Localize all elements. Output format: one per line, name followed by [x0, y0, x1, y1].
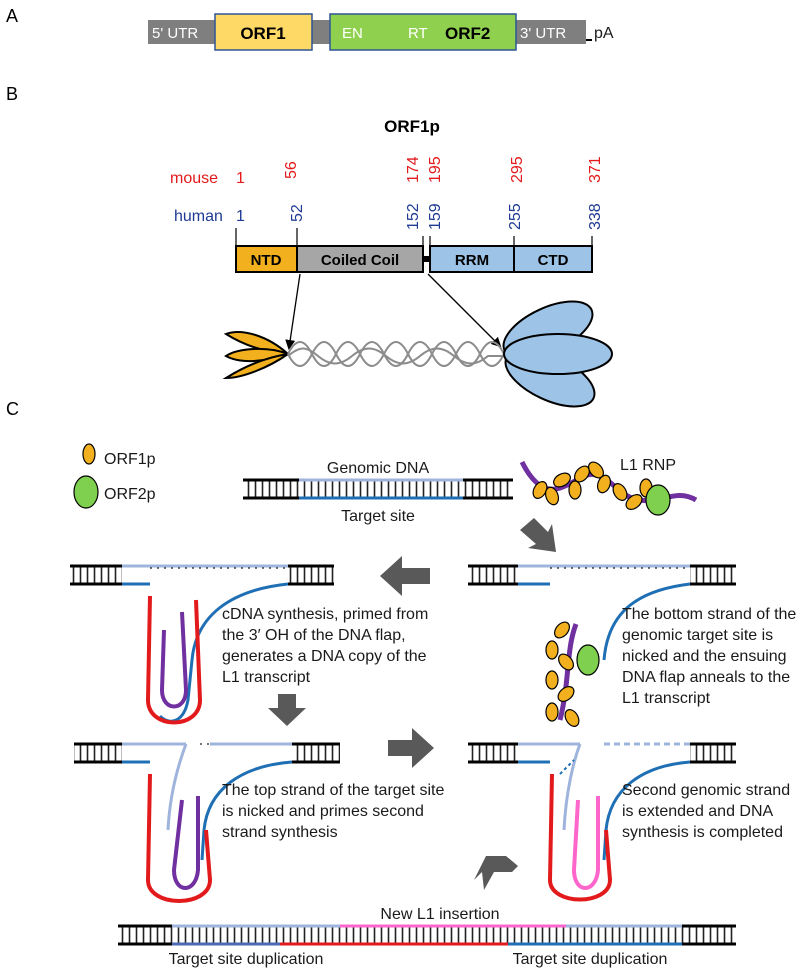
dna-end-left: [243, 480, 299, 498]
orf2p-legend-label: ORF2p: [104, 486, 156, 503]
l1-gene-structure: 5' UTR ORF1 EN RT ORF2 3' UTR pA: [148, 13, 614, 51]
ntd-label: NTD: [251, 252, 282, 269]
mouse-pos-3: 174: [405, 156, 422, 183]
human-pos-3: 152: [405, 203, 422, 230]
step-nick-bottom-text: The bottom strand of the genomic target …: [622, 606, 797, 707]
polya-label: pA: [594, 25, 614, 42]
human-pos-5: 255: [507, 203, 524, 230]
arrow-right: [388, 728, 434, 768]
mouse-pos-4: 195: [427, 156, 444, 183]
panel-label-c: C: [6, 399, 19, 419]
mouse-pos-2: 56: [283, 161, 300, 179]
orf1p-trimer-model: [222, 300, 613, 408]
linker: [423, 256, 430, 262]
genomic-dna-step: Genomic DNA Target site: [243, 460, 513, 525]
utr3-label: 3' UTR: [520, 25, 566, 42]
step-nick-top: [74, 742, 340, 903]
new-insertion-label: New L1 insertion: [380, 906, 499, 923]
human-pos-4: 159: [427, 203, 444, 230]
orf2-label: ORF2: [445, 24, 490, 43]
human-pos-2: 52: [289, 204, 306, 222]
ntd-lobe-bottom: [222, 353, 289, 380]
second-strand-pink: [571, 796, 600, 890]
arrow-down-2: [268, 694, 306, 726]
human-pos-1: 1: [236, 208, 245, 225]
orf2-box: [329, 13, 517, 51]
l1-rnp-label: L1 RNP: [620, 457, 676, 474]
arrow-to-rrm: [427, 273, 502, 348]
dna-flap: [602, 582, 691, 661]
rrm-label: RRM: [455, 252, 489, 269]
orf2p-legend-icon: [73, 475, 99, 509]
step-second-strand: [468, 742, 736, 902]
arrow-left: [380, 556, 430, 596]
tsd-left-label: Target site duplication: [169, 951, 324, 968]
arrow-down-1: [520, 518, 556, 552]
coiled-coil-label: Coiled Coil: [321, 252, 399, 269]
coiled-coil-helix: [287, 341, 505, 367]
rrm-domain: [429, 245, 515, 273]
mouse-label: mouse: [170, 170, 218, 187]
rrm-lobe-middle: [503, 333, 613, 375]
position-ticks: [235, 228, 593, 246]
orf1p-legend-icon: [82, 443, 96, 465]
arrow-down-3: [474, 856, 518, 890]
tsd-right-label: Target site duplication: [513, 951, 668, 968]
l1-rnp: L1 RNP: [519, 457, 698, 516]
rnp-orf2p: [645, 484, 671, 516]
final-insertion: New L1 insertion Target site duplication…: [118, 906, 736, 968]
cdna-strand: [145, 595, 203, 725]
orf1-box: [214, 13, 313, 51]
ctd-label: CTD: [538, 252, 569, 269]
human-pos-6: 338: [587, 203, 604, 230]
human-positions: 1 52 152 159 255 338: [236, 203, 604, 230]
l1-rna-annealed: [557, 623, 579, 721]
target-site-label: Target site: [341, 508, 415, 525]
orf1-label: ORF1: [240, 24, 285, 43]
step-nick-bottom: [468, 564, 736, 727]
human-label: human: [174, 208, 223, 225]
rt-label: RT: [408, 25, 428, 42]
orf1p-title: ORF1p: [384, 117, 440, 136]
panel-label-b: B: [6, 84, 18, 104]
ntd-domain: [235, 245, 298, 273]
mouse-pos-5: 295: [509, 156, 526, 183]
dna-end-right: [463, 480, 513, 498]
domain-bar: NTD Coiled Coil RRM CTD: [235, 245, 593, 273]
en-label: EN: [342, 25, 363, 42]
ctd-domain: [513, 245, 593, 273]
rnp-orf1p-cluster: [532, 461, 653, 510]
target-site-rungs: [299, 480, 463, 498]
genomic-dna-label: Genomic DNA: [327, 460, 430, 477]
orf1p-legend-label: ORF1p: [104, 451, 156, 468]
step-nick-top-text: The top strand of the target site is nic…: [222, 782, 445, 841]
mouse-pos-1: 1: [236, 170, 245, 187]
panel-label-a: A: [6, 6, 18, 26]
process-arrows: [268, 518, 556, 890]
mouse-positions: 1 56 174 195 295 371: [236, 156, 604, 187]
arrow-to-ntd: [285, 273, 301, 350]
utr5-label: 5' UTR: [152, 25, 198, 42]
step-cdna-synthesis: [70, 564, 334, 725]
step-second-strand-text: Second genomic strand is extended and DN…: [622, 782, 791, 841]
mouse-pos-6: 371: [587, 156, 604, 183]
step-cdna-text: cDNA synthesis, primed from the 3′ OH of…: [222, 606, 429, 686]
